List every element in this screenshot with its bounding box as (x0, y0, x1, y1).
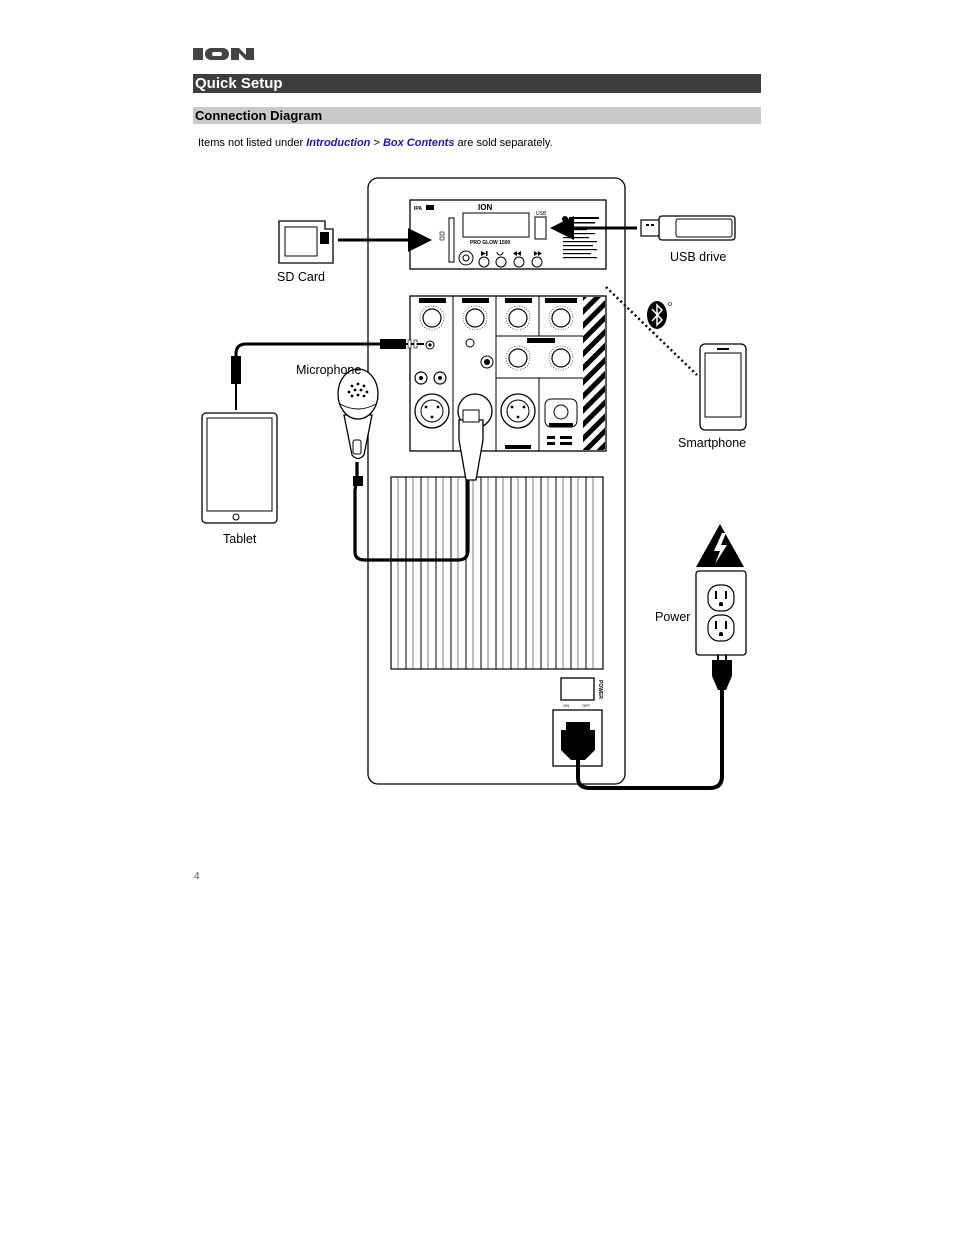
aux-cable (234, 342, 380, 382)
connection-diagram: IPA ION PRO GLOW 1500 USB (201, 177, 747, 790)
tablet-label: Tablet (223, 532, 257, 546)
bluetooth-link (605, 286, 698, 376)
microphone (337, 368, 379, 486)
power-cable (576, 686, 724, 790)
usb-drive (640, 215, 736, 241)
panel-model: PRO GLOW 1500 (470, 240, 511, 246)
ion-logo (193, 48, 254, 60)
intro-text: Items not listed under Introduction > Bo… (198, 136, 553, 150)
page-number: 4 (194, 871, 200, 882)
power-switch-label: POWER (597, 680, 603, 699)
smartphone-label: Smartphone (678, 436, 747, 450)
usb-drive-label: USB drive (670, 250, 727, 264)
model-tag: IPA (414, 206, 422, 212)
mixer-panel (409, 295, 607, 452)
power-outlet (695, 570, 747, 656)
speaker-grille (390, 476, 604, 670)
tablet (201, 412, 278, 524)
media-panel: IPA ION PRO GLOW 1500 USB (409, 199, 607, 270)
microphone-label: Microphone (296, 363, 362, 377)
usb-port-label: USB (536, 211, 547, 217)
intro-before: Items not listed under (198, 137, 307, 149)
power-label: Power (655, 610, 691, 624)
intro-after: are sold separately. (454, 137, 553, 149)
power-switch: POWER ON OFF (560, 677, 603, 708)
mic-cable (353, 462, 470, 562)
panel-brand: ION (478, 203, 492, 212)
box-contents-link[interactable]: Box Contents (382, 137, 455, 149)
smartphone (699, 343, 747, 431)
sd-card (278, 220, 334, 264)
off-label: OFF (582, 703, 591, 708)
sd-card-label: SD Card (277, 270, 325, 284)
section-title: Quick Setup (193, 74, 761, 93)
introduction-link[interactable]: Introduction (306, 137, 371, 149)
bluetooth-icon (647, 301, 672, 329)
intro-separator: > (370, 137, 383, 149)
on-label: ON (563, 703, 569, 708)
electric-warning-icon (696, 524, 744, 567)
power-inlet (552, 709, 603, 767)
subsection-title: Connection Diagram (193, 107, 761, 124)
